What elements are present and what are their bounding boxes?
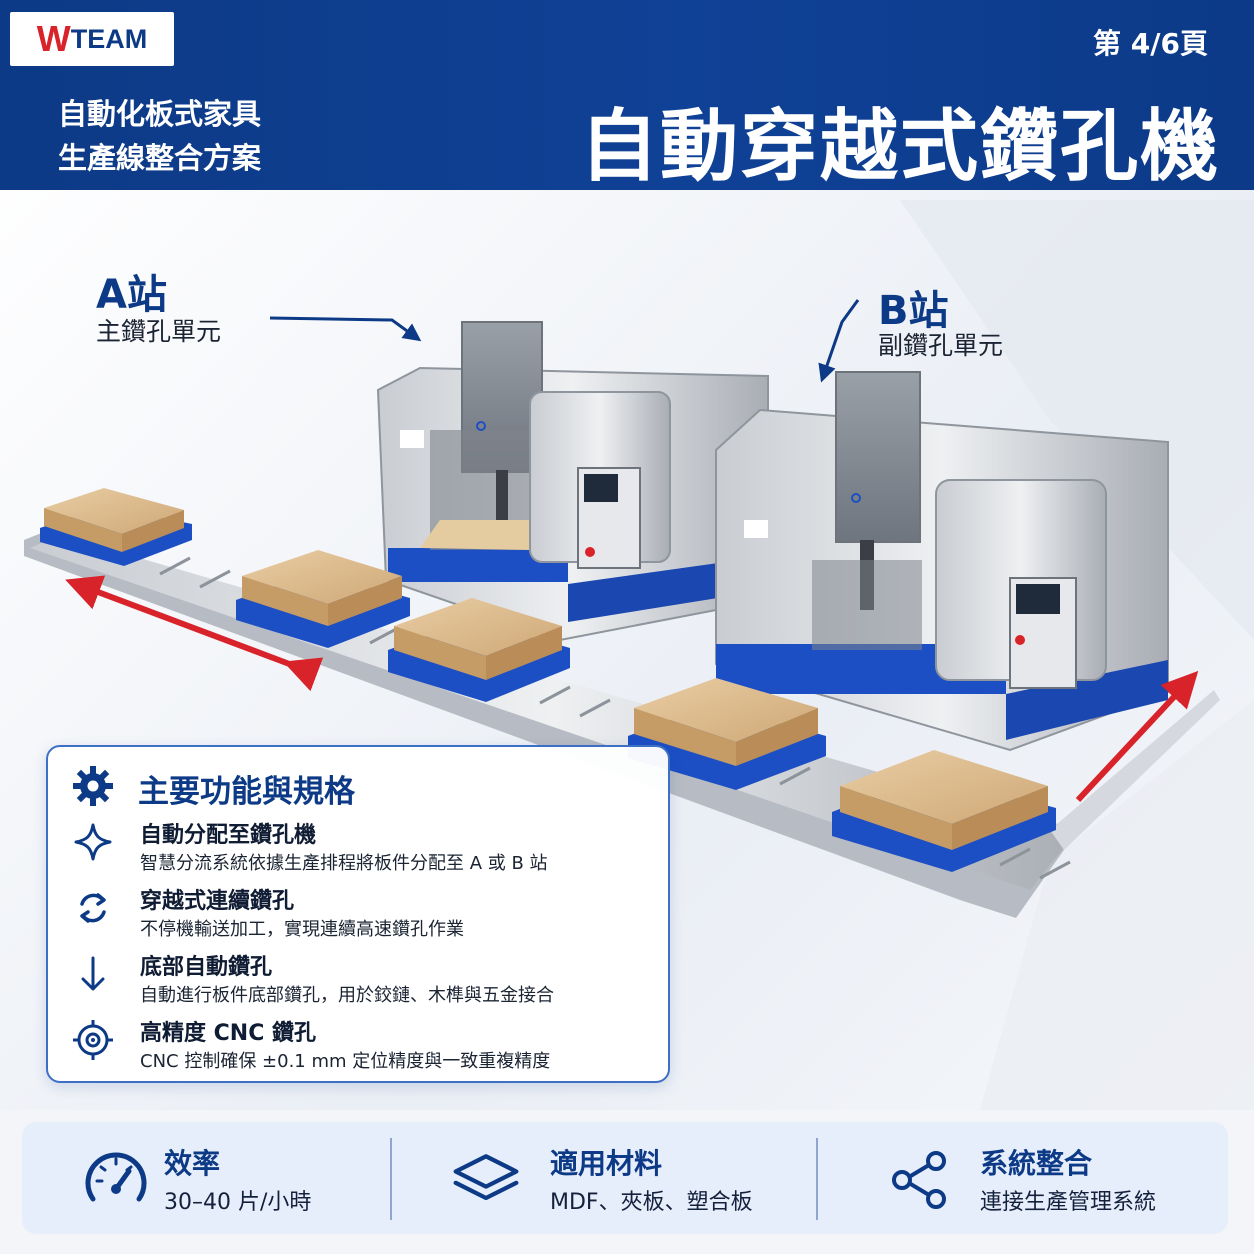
stat-value: 30–40 片/小時 (164, 1190, 312, 1215)
share-icon (884, 1144, 956, 1216)
feature-title: 自動分配至鑽孔機 (140, 823, 317, 848)
feature-item: 高精度 CNC 鑽孔 CNC 控制確保 ±0.1 mm 定位精度與一致重複精度 (70, 1015, 660, 1079)
page-title: 自動穿越式鑽孔機 (579, 102, 1220, 192)
wood-pallet (388, 598, 570, 702)
logo-w: W (36, 18, 71, 59)
machine-station-b (715, 371, 1169, 752)
feature-title: 穿越式連續鑽孔 (140, 889, 295, 914)
features-header: 主要功能與規格 (70, 763, 355, 813)
stat-value: 連接生產管理系統 (980, 1190, 1157, 1215)
divider (816, 1138, 818, 1220)
layers-icon (450, 1144, 522, 1216)
target-icon (70, 1017, 116, 1063)
feature-desc: 不停機輸送加工，實現連續高速鑽孔作業 (140, 919, 464, 940)
speedometer-icon (80, 1144, 152, 1216)
stat-title: 效率 (164, 1147, 221, 1180)
features-card: 主要功能與規格 自動分配至鑽孔機 智慧分流系統依據生產排程將板件分配至 A 或 … (46, 745, 670, 1083)
stat-efficiency: 效率 30–40 片/小時 (22, 1122, 392, 1234)
refresh-icon (70, 885, 116, 931)
feature-desc: 自動進行板件底部鑽孔，用於鉸鏈、木榫與五金接合 (140, 985, 554, 1006)
wood-pallet (40, 488, 192, 566)
background-facet (980, 700, 1254, 1110)
page-indicator: 第 4/6頁 (1093, 27, 1208, 60)
outflow-arrow (1075, 670, 1199, 803)
station-a-title: A站 (96, 272, 167, 318)
subtitle: 自動化板式家具 生產線整合方案 (58, 92, 261, 180)
stat-title: 適用材料 (550, 1147, 663, 1180)
divider (390, 1138, 392, 1220)
feature-desc: CNC 控制確保 ±0.1 mm 定位精度與一致重複精度 (140, 1051, 551, 1072)
station-b-desc: 副鑽孔單元 (878, 331, 1004, 360)
feature-item: 底部自動鑽孔 自動進行板件底部鑽孔，用於鉸鏈、木榫與五金接合 (70, 949, 660, 1013)
wood-pallet (628, 678, 826, 790)
gear-icon (70, 763, 116, 813)
feature-title: 高精度 CNC 鑽孔 (140, 1021, 317, 1046)
station-a-desc: 主鑽孔單元 (96, 317, 222, 346)
subtitle-line2: 生產線整合方案 (58, 141, 262, 175)
station-b-title: B站 (878, 288, 949, 334)
stat-title: 系統整合 (980, 1147, 1093, 1180)
feature-item: 穿越式連續鑽孔 不停機輸送加工，實現連續高速鑽孔作業 (70, 883, 660, 947)
station-b-pointer-arrow (818, 299, 860, 383)
wood-pallet (832, 750, 1056, 872)
bidirectional-arrow (65, 575, 324, 692)
logo-team: TEAM (70, 23, 148, 54)
stat-integration: 系統整合 連接生產管理系統 (818, 1122, 1228, 1234)
arrow-down-icon (70, 951, 116, 997)
sparkle-icon (70, 819, 116, 865)
production-line-illustration (24, 200, 1254, 1110)
feature-title: 底部自動鑽孔 (140, 955, 273, 980)
subtitle-line1: 自動化板式家具 (58, 97, 262, 131)
feature-item: 自動分配至鑽孔機 智慧分流系統依據生產排程將板件分配至 A 或 B 站 (70, 817, 660, 881)
header-banner: W TEAM 第 4/6頁 自動化板式家具 生產線整合方案 自動穿越式鑽孔機 (0, 0, 1254, 192)
machine-station-a (376, 321, 769, 642)
station-a-pointer-arrow (269, 316, 422, 342)
logo: W TEAM (10, 12, 174, 66)
stat-materials: 適用材料 MDF、夾板、塑合板 (392, 1122, 818, 1234)
stat-value: MDF、夾板、塑合板 (550, 1190, 753, 1215)
stats-bar: 效率 30–40 片/小時 適用材料 MDF、夾板、塑合板 系統整合 連接生產管… (22, 1122, 1228, 1234)
feature-desc: 智慧分流系統依據生產排程將板件分配至 A 或 B 站 (140, 853, 548, 874)
features-title: 主要功能與規格 (138, 773, 355, 810)
